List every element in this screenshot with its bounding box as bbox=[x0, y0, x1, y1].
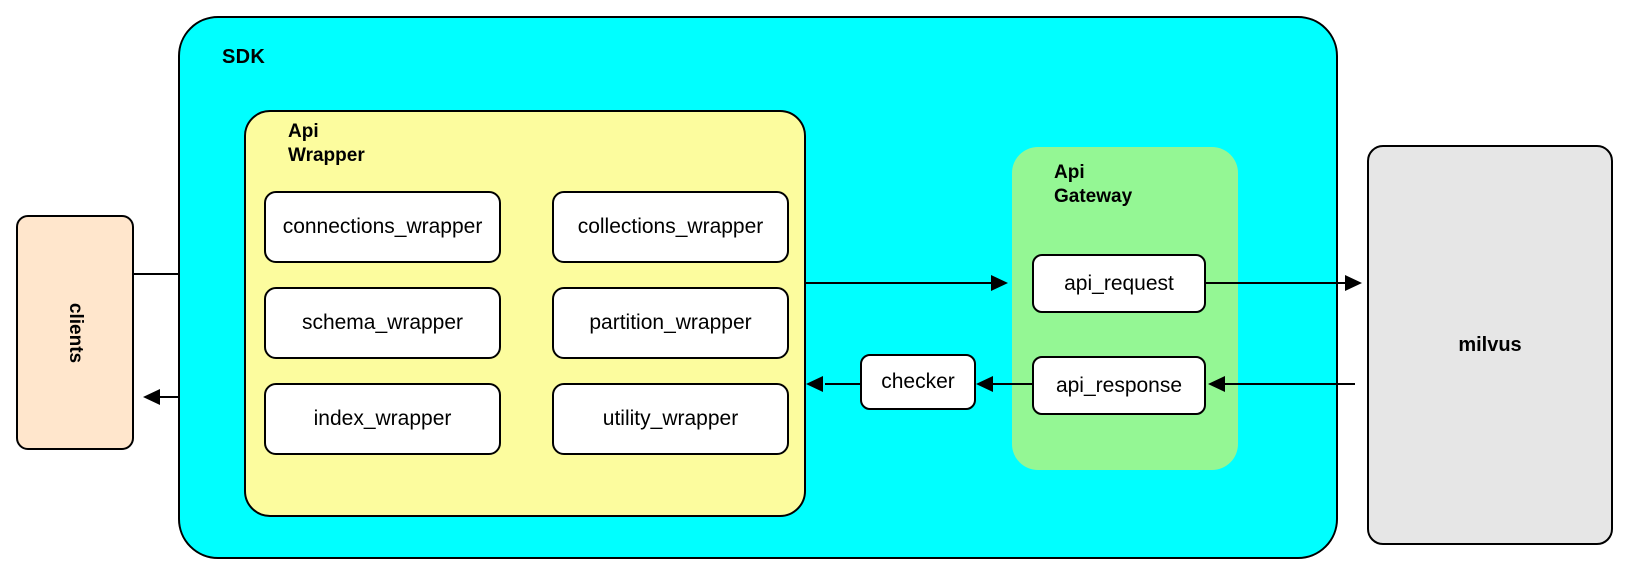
connector-checker-to-api-wrapper bbox=[825, 383, 861, 385]
collections-wrapper-label: collections_wrapper bbox=[577, 215, 764, 238]
partition-wrapper-node[interactable]: partition_wrapper bbox=[552, 287, 789, 359]
sdk-title: SDK bbox=[222, 46, 266, 68]
schema-wrapper-node[interactable]: schema_wrapper bbox=[264, 287, 501, 359]
clients-node[interactable]: clients bbox=[16, 215, 134, 450]
index-wrapper-label: index_wrapper bbox=[313, 407, 452, 430]
checker-label: checker bbox=[881, 370, 955, 393]
arrowhead-api-wrapper-to-api-request bbox=[991, 275, 1008, 291]
schema-wrapper-label: schema_wrapper bbox=[301, 311, 464, 334]
collections-wrapper-node[interactable]: collections_wrapper bbox=[552, 191, 789, 263]
milvus-label: milvus bbox=[1458, 333, 1522, 356]
checker-node[interactable]: checker bbox=[860, 354, 976, 410]
api-request-node[interactable]: api_request bbox=[1032, 254, 1206, 313]
arrowhead-api-wrapper-to-clients bbox=[143, 389, 160, 405]
api-gateway-title: Api Gateway bbox=[1054, 162, 1133, 208]
connector-api-response-to-checker bbox=[993, 383, 1032, 385]
arrowhead-api-response-to-checker bbox=[976, 376, 993, 392]
api-wrapper-title: Api Wrapper bbox=[288, 121, 365, 167]
utility-wrapper-node[interactable]: utility_wrapper bbox=[552, 383, 789, 455]
arrowhead-checker-to-api-wrapper bbox=[806, 376, 823, 392]
connections-wrapper-label: connections_wrapper bbox=[282, 215, 483, 238]
index-wrapper-node[interactable]: index_wrapper bbox=[264, 383, 501, 455]
api-request-label: api_request bbox=[1064, 271, 1174, 295]
connections-wrapper-node[interactable]: connections_wrapper bbox=[264, 191, 501, 263]
utility-wrapper-label: utility_wrapper bbox=[602, 407, 739, 430]
milvus-node[interactable]: milvus bbox=[1367, 145, 1613, 545]
clients-label: clients bbox=[64, 302, 86, 363]
connector-api-request-to-milvus bbox=[1206, 282, 1346, 284]
arrowhead-api-request-to-milvus bbox=[1345, 275, 1362, 291]
partition-wrapper-label: partition_wrapper bbox=[589, 311, 752, 334]
connector-milvus-to-api-response bbox=[1225, 383, 1355, 385]
arrowhead-milvus-to-api-response bbox=[1208, 376, 1225, 392]
connector-api-wrapper-to-api-request bbox=[805, 282, 993, 284]
api-response-node[interactable]: api_response bbox=[1032, 356, 1206, 415]
api-response-label: api_response bbox=[1055, 373, 1183, 397]
